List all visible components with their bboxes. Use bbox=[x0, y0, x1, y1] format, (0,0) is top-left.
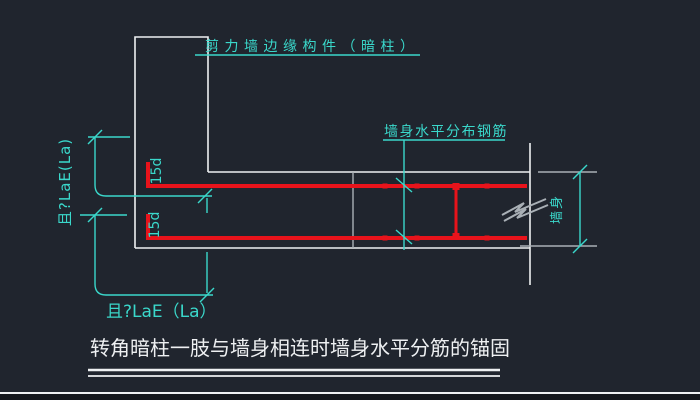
column-label-group: 剪力墙边缘构件（暗柱） bbox=[195, 39, 420, 56]
title-block: 转角暗柱一肢与墙身相连时墙身水平分筋的锚固 bbox=[88, 336, 510, 377]
drawing-title: 转角暗柱一肢与墙身相连时墙身水平分筋的锚固 bbox=[90, 336, 510, 360]
hook-length-bottom-label: 15d bbox=[147, 212, 163, 239]
dim-tick bbox=[572, 238, 588, 254]
hook-length-top-label: 15d bbox=[149, 158, 165, 185]
wall-thickness-label: 墙身 bbox=[549, 194, 565, 224]
rebar-tie bbox=[452, 183, 460, 240]
viewport-bottom-border bbox=[0, 392, 700, 400]
rebar-label-group: 墙身水平分布钢筋 bbox=[383, 123, 508, 250]
dim-tick bbox=[572, 164, 588, 180]
top-rebar bbox=[146, 162, 527, 188]
column-outline bbox=[134, 36, 209, 248]
anchorage-bottom-label: 且?LaE（La） bbox=[106, 302, 217, 322]
wall-outline bbox=[135, 143, 531, 285]
rebar-tick-bottom bbox=[395, 229, 413, 245]
column-label: 剪力墙边缘构件（暗柱） bbox=[205, 39, 420, 55]
dimension-upper-left: 且?LaE(La) bbox=[56, 129, 213, 226]
bottom-rebar bbox=[146, 214, 527, 240]
dim-tick bbox=[199, 287, 215, 303]
break-symbol bbox=[501, 198, 549, 222]
anchorage-left-label: 且?LaE(La) bbox=[56, 138, 74, 226]
vertical-rebar-dots bbox=[382, 183, 490, 241]
rebar-label: 墙身水平分布钢筋 bbox=[384, 123, 508, 140]
dimension-lower-left: 且?LaE（La） bbox=[80, 207, 217, 322]
dimension-wall-thickness: 墙身 bbox=[520, 164, 597, 254]
dim-tick bbox=[197, 188, 213, 204]
rebar-tick-top bbox=[395, 177, 413, 193]
